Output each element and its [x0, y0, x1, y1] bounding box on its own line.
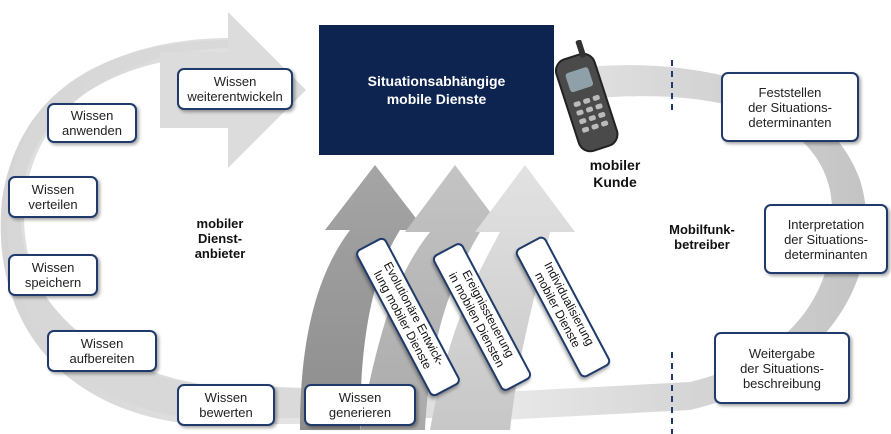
- arrow-evolution: [300, 165, 425, 430]
- step-wissen-bewerten: Wissen bewerten: [177, 384, 275, 426]
- step-wissen-speichern: Wissen speichern: [8, 254, 98, 296]
- center-title-box: Situationsabhängige mobile Dienste: [319, 25, 554, 155]
- label-dienstanbieter: mobiler Dienst- anbieter: [194, 216, 246, 261]
- step-wissen-generieren: Wissen generieren: [304, 384, 416, 426]
- step-weitergabe: Weitergabe der Situations- beschreibung: [714, 332, 850, 404]
- arrow-event: [360, 165, 505, 430]
- step-interpretation: Interpretation der Situations- determina…: [764, 204, 888, 274]
- step-wissen-aufbereiten: Wissen aufbereiten: [47, 330, 157, 372]
- step-wissen-weiterentwickeln: Wissen weiterentwickeln: [177, 68, 293, 110]
- label-kunde: mobiler Kunde: [589, 157, 641, 190]
- label-mobilfunkbetreiber: Mobilfunk- betreiber: [669, 222, 735, 252]
- arrow-individual: [430, 165, 575, 430]
- step-feststellen: Feststellen der Situations- determinante…: [721, 72, 859, 142]
- step-wissen-anwenden: Wissen anwenden: [47, 103, 137, 143]
- mobile-phone-icon: [554, 40, 619, 153]
- step-wissen-verteilen: Wissen verteilen: [8, 176, 98, 218]
